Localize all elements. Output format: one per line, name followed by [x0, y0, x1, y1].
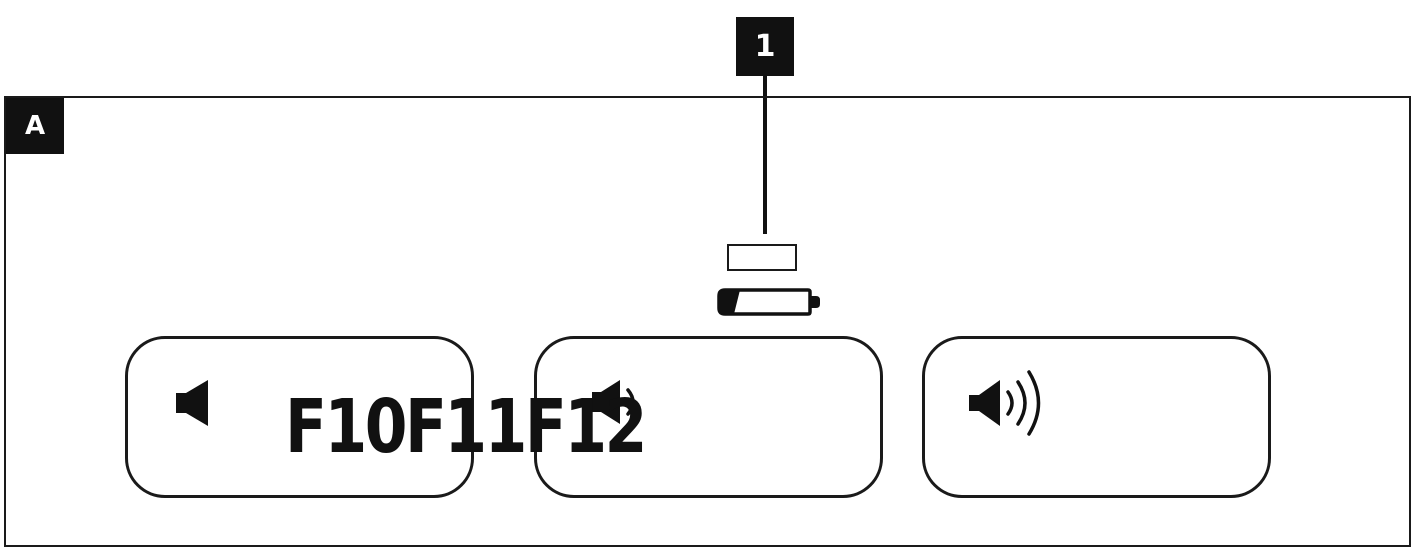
key-f11[interactable] [534, 336, 883, 498]
key-label-f10: F10 [285, 384, 407, 470]
speaker-mute-icon [176, 380, 208, 426]
diagram-frame [4, 96, 1411, 547]
indicator-led [727, 244, 797, 271]
key-f12[interactable] [922, 336, 1271, 498]
speaker-low-icon [592, 380, 635, 424]
callout-badge: 1 [736, 17, 794, 76]
speaker-high-icon [969, 370, 1041, 436]
frame-label-badge: A [6, 98, 64, 154]
key-label-f11: F11 [404, 384, 527, 470]
callout-leader-line [763, 76, 767, 234]
key-label-f12: F12 [524, 384, 647, 470]
key-f10[interactable] [125, 336, 474, 498]
key-labels: F10F11F12 [285, 382, 647, 472]
battery-low-icon [717, 288, 820, 316]
